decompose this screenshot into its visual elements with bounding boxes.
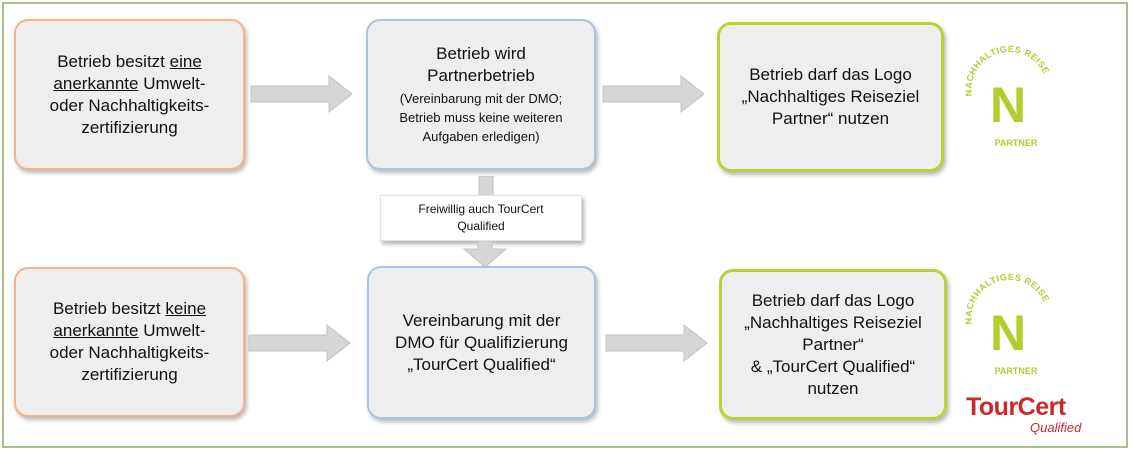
row2-start-text1: Betrieb besitzt (52, 299, 161, 318)
row1-start-text3: oder Nachhaltigkeits- (49, 95, 210, 115)
row2-qualify-line1: Vereinbarung mit der (402, 310, 561, 330)
box-row1-start-line2: anerkannte Umwelt- (53, 73, 205, 95)
box-row2-start-line2: anerkannte Umwelt- (53, 320, 205, 342)
connector-label: Freiwillig auch TourCert Qualified (380, 195, 582, 241)
row1-result-line1: Betrieb darf das Logo (749, 65, 912, 84)
arrow-row1-b (602, 74, 705, 114)
nachhaltiges-reiseziel-logo-1: NACHHALTIGES REISEZIEL N PARTNER (958, 34, 1051, 148)
row2-result-line1: Betrieb darf das Logo (751, 290, 915, 310)
arrow-down-connector (462, 241, 508, 268)
box-row2-start: Betrieb besitzt keine anerkannte Umwelt-… (14, 267, 245, 417)
box-row2-start-line1: Betrieb besitzt keine (53, 298, 206, 320)
nachhaltiges-reiseziel-logo-2: NACHHALTIGES REISEZIEL N PARTNER (958, 262, 1051, 376)
row1-partner-note3: Aufgaben erledigen) (422, 129, 540, 144)
row1-partner-title2: Partnerbetrieb (427, 66, 535, 85)
box-row1-result: Betrieb darf das Logo „Nachhaltiges Reis… (717, 22, 944, 172)
svg-text:N: N (990, 77, 1026, 133)
connector-label-line2: Qualified (457, 219, 505, 233)
row1-start-text2: Umwelt- (143, 73, 206, 93)
row1-start-text4: zertifizierung (81, 117, 178, 137)
row1-partner-note2: Betrieb muss keine weiteren (399, 110, 563, 125)
box-row2-result: Betrieb darf das Logo „Nachhaltiges Reis… (719, 269, 947, 420)
row1-start-underline-anerkannte: anerkannte (53, 73, 139, 93)
connector-stem (478, 176, 494, 196)
row2-result-line2: „Nachhaltiges Reiseziel (744, 312, 922, 332)
svg-text:N: N (990, 305, 1026, 361)
arrow-row1-a (250, 74, 353, 114)
row1-partner-title1: Betrieb wird (436, 44, 526, 63)
arrow-row2-a (248, 323, 351, 363)
row2-start-underline-anerkannte: anerkannte (53, 321, 139, 340)
box-row1-start: Betrieb besitzt eine anerkannte Umwelt- … (14, 19, 245, 170)
tourcert-logo-name: TourCert (966, 393, 1066, 421)
row1-start-underline-eine: eine (169, 51, 202, 71)
svg-text:PARTNER: PARTNER (995, 138, 1038, 148)
row2-start-text4: zertifizierung (81, 365, 178, 384)
tourcert-logo: TourCert Qualified (966, 393, 1096, 443)
arrow-row2-b (605, 323, 708, 363)
tourcert-logo-sub: Qualified (1030, 420, 1082, 435)
row1-result-line3: Partner“ nutzen (771, 109, 890, 128)
box-row1-start-line1: Betrieb besitzt eine (57, 51, 202, 73)
svg-text:PARTNER: PARTNER (995, 366, 1038, 376)
box-row1-partner: Betrieb wird Partnerbetrieb (Vereinbarun… (366, 19, 596, 170)
row2-result-line4: & „TourCert Qualified“ (750, 356, 916, 376)
row2-start-underline-keine: keine (165, 299, 207, 318)
row2-result-line5: nutzen (807, 378, 859, 398)
row1-partner-note: (Vereinbarung mit der DMO; Betrieb muss … (399, 89, 562, 146)
row2-start-text3: oder Nachhaltigkeits- (49, 343, 210, 362)
row2-result-line3: Partner“ (802, 334, 864, 354)
connector-label-line1: Freiwillig auch TourCert (418, 202, 544, 216)
row1-result-line2: „Nachhaltiges Reiseziel (741, 87, 920, 106)
row1-start-text1: Betrieb besitzt (57, 51, 165, 71)
row2-qualify-line3: „TourCert Qualified“ (407, 354, 556, 374)
row1-partner-note1: (Vereinbarung mit der DMO; (399, 91, 563, 106)
row2-start-text2: Umwelt- (143, 321, 206, 340)
box-row2-qualify: Vereinbarung mit der DMO für Qualifizier… (367, 266, 596, 419)
row2-qualify-line2: DMO für Qualifizierung (395, 332, 568, 352)
